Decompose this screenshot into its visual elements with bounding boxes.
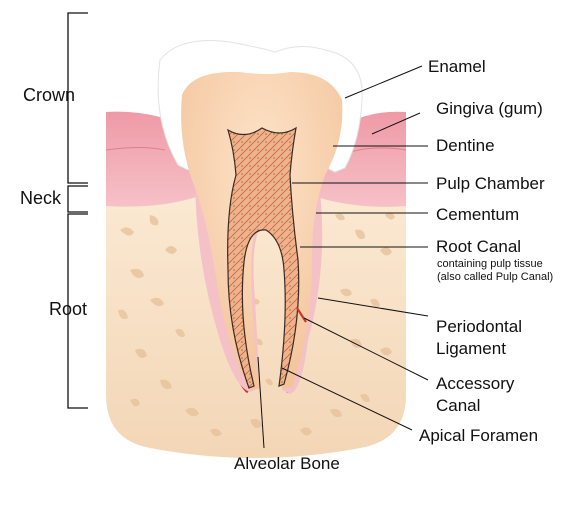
gingiva-left-shape [106,111,215,207]
region-brackets [67,12,88,409]
region-label-root: Root [49,299,88,319]
label-alveolar-bone: Alveolar Bone [234,454,340,473]
leader-lines [257,65,429,449]
label-periodontal-line1: Periodontal [436,317,523,336]
label-gingiva: Gingiva (gum) [436,99,543,118]
label-root-canal: Root Canal [436,237,522,256]
label-pulp-chamber: Pulp Chamber [436,174,545,193]
label-periodontal-line2: Ligament [436,339,506,358]
accessory-canal-shape [296,307,307,323]
region-label-neck: Neck [20,188,62,208]
label-enamel: Enamel [428,57,486,76]
label-cementum: Cementum [436,205,520,224]
label-dentine: Dentine [436,136,495,155]
label-accessory-line1: Accessory [436,374,515,393]
dentine-shape [181,71,343,390]
label-apical-foramen: Apical Foramen [419,426,539,445]
region-label-crown: Crown [23,85,76,105]
label-accessory-line2: Canal [436,396,481,415]
pulp-shape [226,126,300,389]
label-root-canal-note: containing pulp tissue (also called Pulp… [437,258,554,283]
